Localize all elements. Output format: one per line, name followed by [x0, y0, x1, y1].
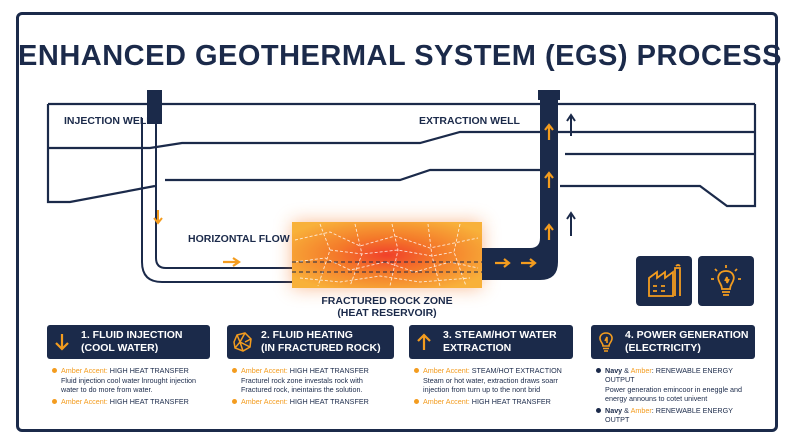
- amber-bullet: [52, 399, 57, 404]
- amber-bullet: [232, 368, 237, 373]
- step-1-header: 1. FLUID INJECTION (COOL WATER): [47, 325, 210, 359]
- injection-well-label: INJECTION WELL: [64, 115, 153, 127]
- step-2-accent: Amber Accent:: [241, 366, 290, 375]
- injection-pipe: [141, 118, 292, 283]
- page-title: ENHANCED GEOTHERMAL SYSTEM (EGS) PROCESS: [18, 40, 782, 72]
- stratum-right-wall: [560, 104, 757, 208]
- step-4-colon-bottom: :: [651, 406, 656, 415]
- horizontal-flow-label: HORIZONTAL FLOW: [188, 233, 290, 245]
- fractured-rock-icon: [233, 332, 252, 352]
- step-1-body: Amber Accent: HIGH HEAT TRANSFER Fluid i…: [52, 366, 207, 406]
- stratum-line-1: [48, 130, 755, 150]
- steam-arrows: [566, 113, 576, 236]
- step-4-amber-word: Amber: [630, 366, 652, 375]
- navy-bullet: [596, 368, 601, 373]
- extraction-well-label: EXTRACTION WELL: [419, 115, 520, 127]
- steam-arrow-up-1-icon: [566, 211, 576, 236]
- steam-arrow-up-2-icon: [566, 113, 576, 136]
- step-3-accent-bottom: Amber Accent:: [423, 397, 472, 406]
- injection-wellhead: [147, 90, 162, 124]
- flow-arrow-up-3-icon: [544, 123, 554, 140]
- step-3-header: 3. STEAM/HOT WATER EXTRACTION: [409, 325, 573, 359]
- flow-arrow-right-1-icon: [495, 258, 511, 268]
- step-1-top-label: HIGH HEAT TRANSFER: [109, 366, 189, 375]
- fractured-zone-label: FRACTURED ROCK ZONE (HEAT RESERVOIR): [312, 295, 462, 319]
- step-4-amp-bottom: &: [622, 406, 631, 415]
- step-1-subtitle: (COOL WATER): [81, 342, 159, 354]
- step-2-bottom-label: HIGH HEAT TRANSFER: [289, 397, 369, 406]
- step-2-body: Amber Accent: HIGH HEAT TRANSFER Fractur…: [232, 366, 387, 406]
- fracture-flow-lines: [292, 261, 482, 273]
- amber-bullet: [232, 399, 237, 404]
- step-2-header: 2. FLUID HEATING (IN FRACTURED ROCK): [227, 325, 394, 359]
- step-1-title: 1. FLUID INJECTION: [81, 329, 183, 341]
- step-1-accent-bottom: Amber Accent:: [61, 397, 110, 406]
- extraction-wellhead: [538, 90, 560, 100]
- injection-pipe-inner: [155, 118, 292, 269]
- fractured-zone-label-line1: FRACTURED ROCK ZONE: [321, 295, 453, 307]
- step-4-header: 4. POWER GENERATION (ELECTRICITY): [591, 325, 755, 359]
- step-4-navy-word: Navy: [605, 366, 623, 375]
- horizontal-flow-arrow-icon: [223, 257, 241, 267]
- step-4-title: 4. POWER GENERATION: [625, 329, 749, 341]
- ground-strata: [46, 102, 757, 208]
- amber-bullet: [414, 399, 419, 404]
- power-plant-icon: [648, 264, 681, 297]
- extraction-flow-arrows: [495, 123, 554, 268]
- fracture-lines: [294, 223, 479, 287]
- step-3-body: Amber Accent: STEAM/HOT EXTRACTION Steam…: [414, 366, 569, 406]
- step-3-title: 3. STEAM/HOT WATER: [443, 329, 557, 341]
- step-2-top-label: HIGH HEAT TRANSFER: [289, 366, 369, 375]
- step-4-subtitle: (ELECTRICITY): [625, 342, 701, 354]
- step-4-body: Navy & Amber: RENEWABLE ENERGY OUTPUT Po…: [596, 366, 751, 424]
- step-1-accent: Amber Accent:: [61, 366, 110, 375]
- flow-arrow-up-1-icon: [544, 223, 554, 240]
- step-3-description: Steam or hot water, extraction draws soa…: [423, 376, 559, 394]
- step-4-amp: &: [622, 366, 631, 375]
- lightbulb-icon: [711, 265, 741, 296]
- step-4-description: Power generation emincoor in eneggle and…: [605, 385, 743, 403]
- step-3-accent: Amber Accent:: [423, 366, 472, 375]
- power-plant-tile: [636, 256, 692, 306]
- step-1-description: Fluid injection cool water lnrought inje…: [61, 376, 197, 394]
- step-1-bottom-label: HIGH HEAT TRANSFER: [109, 397, 189, 406]
- amber-bullet: [52, 368, 57, 373]
- step-2-subtitle: (IN FRACTURED ROCK): [261, 342, 381, 354]
- step-3-top-label: STEAM/HOT EXTRACTION: [471, 366, 562, 375]
- injection-pipe-outer: [141, 118, 292, 283]
- fractured-zone-label-line2: (HEAT RESERVOIR): [337, 307, 437, 319]
- stratum-line-2: [165, 168, 540, 182]
- step-3-bottom-label: HIGH HEAT TRANSFER: [471, 397, 551, 406]
- step-4-amber-word-bottom: Amber: [630, 406, 652, 415]
- stratum-left-wall: [46, 104, 156, 204]
- step-4-bottom-label: RENEWABLE ENERGY OUTPT: [605, 406, 733, 424]
- step-4-navy-word-bottom: Navy: [605, 406, 623, 415]
- lightbulb-small-icon: [599, 332, 613, 352]
- navy-bullet: [596, 408, 601, 413]
- arrow-down-icon: [55, 334, 69, 351]
- flow-arrow-up-2-icon: [544, 171, 554, 188]
- amber-bullet: [414, 368, 419, 373]
- step-2-title: 2. FLUID HEATING: [261, 329, 353, 341]
- step-4-top-label: RENEWABLE ENERGY OUTPUT: [605, 366, 733, 384]
- step-3-subtitle: EXTRACTION: [443, 342, 512, 354]
- arrow-up-icon: [417, 333, 431, 350]
- step-4-colon: :: [651, 366, 656, 375]
- flow-arrow-right-2-icon: [521, 258, 537, 268]
- step-2-accent-bottom: Amber Accent:: [241, 397, 290, 406]
- step-2-description: Fracturel rock zone investals rock with …: [241, 376, 363, 394]
- lightbulb-tile: [698, 256, 754, 306]
- injection-flow-down-icon: [153, 210, 163, 225]
- extraction-pipe: [482, 96, 558, 280]
